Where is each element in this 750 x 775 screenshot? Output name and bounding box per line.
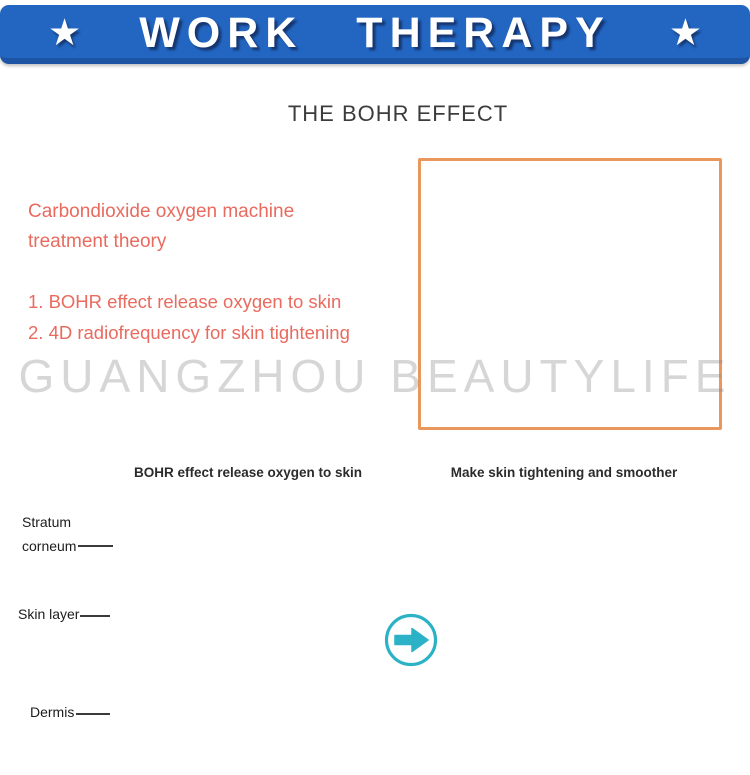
star-icon: ★ — [48, 12, 82, 53]
page-title: THE BOHR EFFECT — [287, 101, 509, 126]
right-diagram-title: Make skin tightening and smoother — [450, 465, 678, 480]
banner: ★ WORK THERAPY ★ — [0, 5, 750, 64]
star-icon: ★ — [668, 12, 702, 53]
transition-arrow-icon — [384, 613, 438, 667]
treatment-theory-text: Carbondioxide oxygen machine treatment t… — [28, 197, 294, 257]
feature-item-1: 1. BOHR effect release oxygen to skin — [28, 291, 342, 312]
banner-title: WORK THERAPY — [139, 9, 611, 57]
intro-line-2: treatment theory — [28, 231, 167, 252]
intro-line-1: Carbondioxide oxygen machine — [28, 201, 295, 222]
label-dermis: Dermis — [30, 704, 75, 720]
label-corneum: corneum — [22, 538, 77, 554]
left-skin-diagram-svg — [90, 493, 400, 767]
label-line — [80, 615, 110, 617]
left-diagram-title: BOHR effect release oxygen to skin — [133, 465, 363, 480]
feature-item-2: 2. 4D radiofrequency for skin tightening — [28, 322, 350, 343]
label-skin-layer: Skin layer — [18, 606, 80, 622]
right-skin-diagram-svg — [418, 505, 728, 765]
label-line — [78, 545, 113, 547]
feature-list: 1. BOHR effect release oxygen to skin 2.… — [28, 286, 350, 348]
watermark: GUANGZHOU BEAUTYLIFE — [18, 350, 732, 402]
label-line — [76, 713, 110, 715]
label-stratum: Stratum — [22, 514, 72, 530]
device-illustration — [418, 158, 722, 430]
